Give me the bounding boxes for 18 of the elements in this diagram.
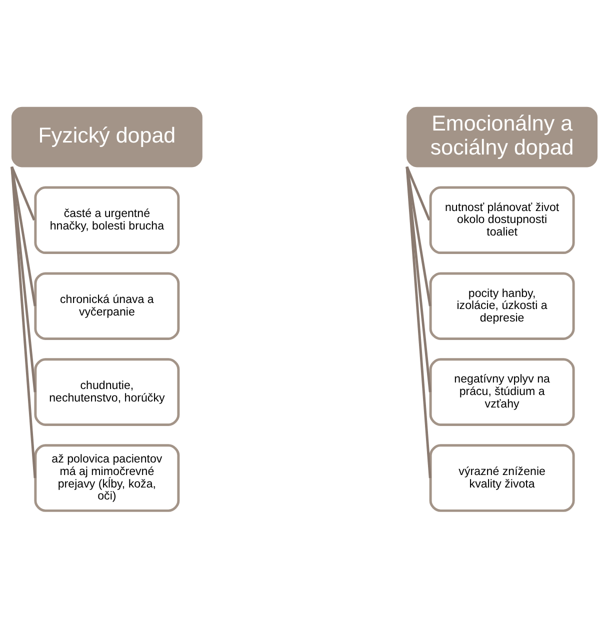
- node-box: chudnutie, nechutenstvo, horúčky: [34, 358, 180, 426]
- node-box: pocity hanby, izolácie, úzkosti a depresie: [429, 272, 575, 340]
- node-box: Emocionálny a sociálny dopad: [406, 106, 598, 167]
- node-box: až polovica pacientov má aj mimočrevné prejavy (kĺby, koža, oči): [34, 444, 180, 512]
- node-box: výrazné zníženie kvality života: [429, 444, 575, 512]
- node-box: negatívny vplyv na prácu, štúdium a vzťahy: [429, 358, 575, 426]
- connector: [406, 166, 432, 306]
- connector: [406, 166, 432, 478]
- connector: [10, 166, 36, 478]
- node-box: nutnosť plánovať život okolo dostupnosti toaliet: [429, 186, 575, 254]
- connector: [406, 166, 432, 392]
- connector: [10, 166, 36, 392]
- connector: [10, 166, 36, 306]
- connector: [10, 166, 36, 220]
- node-box: Fyzický dopad: [11, 106, 202, 167]
- node-box: časté a urgentné hnačky, bolesti brucha: [34, 186, 180, 254]
- node-box: chronická únava a vyčerpanie: [34, 272, 180, 340]
- connector: [406, 166, 430, 220]
